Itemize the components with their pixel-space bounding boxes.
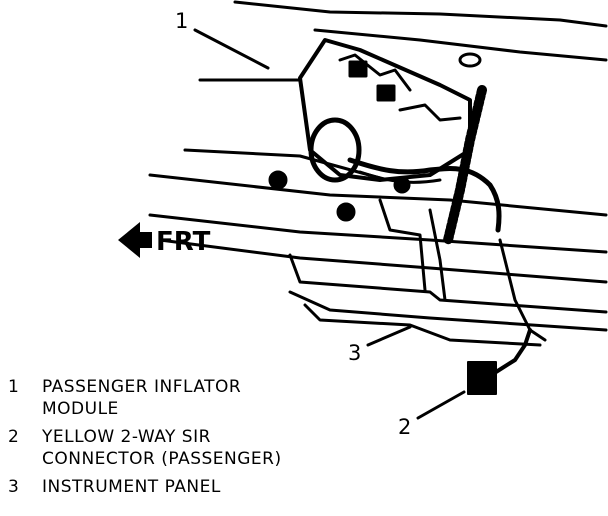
- dash-top-edge: [233, 0, 608, 28]
- panel-lower-ledge: [288, 253, 608, 314]
- mount-nut-2: [336, 202, 356, 222]
- legend-number: 2: [8, 427, 20, 447]
- wire-harness: [347, 157, 502, 233]
- dash-top-inner: [313, 28, 608, 62]
- module-detail: [398, 103, 462, 122]
- legend-number: 3: [8, 477, 20, 497]
- wire-clip: [458, 52, 482, 68]
- module-bolt-1: [348, 60, 368, 78]
- panel-bottom-edge: [288, 290, 608, 332]
- dash-front-line: [198, 78, 312, 152]
- legend-number: 1: [8, 377, 20, 397]
- module-bracket: [338, 53, 412, 92]
- leader-line-2: [416, 390, 466, 420]
- legend-item: 2 YELLOW 2-WAY SIR CONNECTOR (PASSENGER): [8, 426, 368, 470]
- panel-face: [303, 303, 542, 347]
- legend-item: 3 INSTRUMENT PANEL: [8, 476, 368, 498]
- callout-1: 1: [175, 9, 188, 33]
- module-bolt-2: [376, 84, 396, 102]
- legend-text: PASSENGER INFLATOR MODULE: [42, 377, 242, 419]
- panel-strip-2: [158, 238, 608, 284]
- panel-bracket-left: [378, 198, 427, 292]
- frt-label: FRT: [156, 227, 211, 257]
- panel-strip-1: [148, 213, 608, 254]
- legend-text: YELLOW 2-WAY SIR CONNECTOR (PASSENGER): [42, 427, 282, 469]
- legend-text: INSTRUMENT PANEL: [42, 477, 221, 497]
- legend: 1 PASSENGER INFLATOR MODULE 2 YELLOW 2-W…: [8, 376, 368, 504]
- inflator-module: [298, 38, 472, 182]
- corrugated-loom: [443, 85, 487, 245]
- callout-2: 2: [398, 415, 411, 439]
- leader-line-3: [366, 325, 412, 347]
- module-round-port: [308, 117, 362, 183]
- sir-connector-lead: [494, 328, 532, 374]
- front-arrow: [118, 222, 152, 258]
- legend-item: 1 PASSENGER INFLATOR MODULE: [8, 376, 368, 420]
- sir-connector: [467, 361, 497, 395]
- callout-3: 3: [348, 341, 361, 365]
- panel-bracket-right: [428, 208, 447, 302]
- mount-nut-3: [393, 176, 411, 194]
- panel-upper-edge: [148, 173, 608, 217]
- leader-line-1: [193, 28, 270, 70]
- panel-side-rail: [498, 238, 547, 342]
- mount-nut-1: [268, 170, 288, 190]
